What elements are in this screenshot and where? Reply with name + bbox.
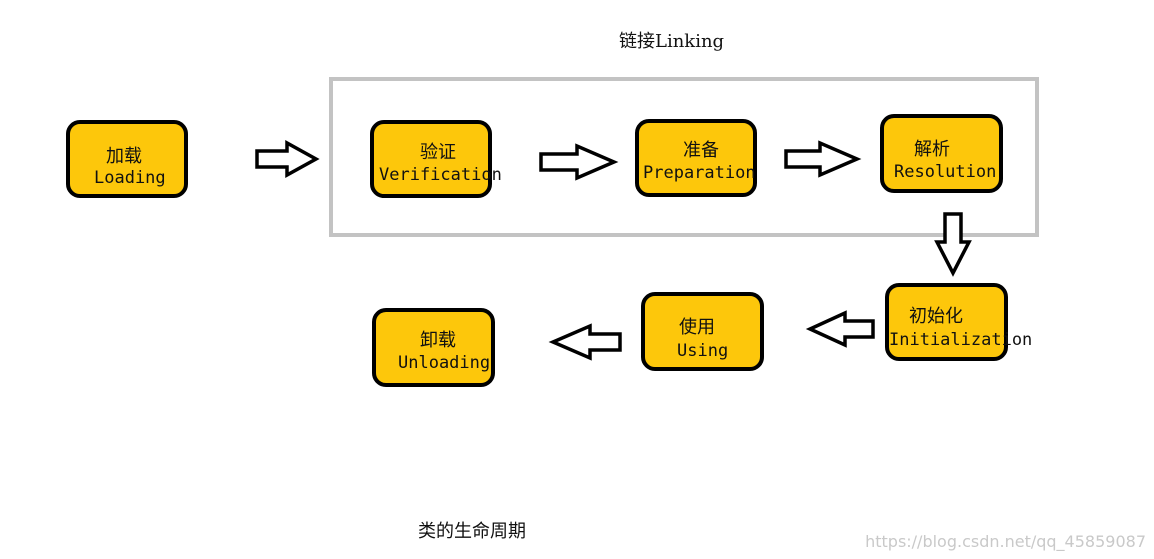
- node-preparation-cn: 准备: [683, 140, 719, 161]
- watermark: https://blog.csdn.net/qq_45859087: [865, 532, 1146, 551]
- linking-title: 链接Linking: [619, 31, 725, 52]
- node-unloading-en: Unloading: [398, 353, 491, 373]
- node-verification: 验证 Verification: [370, 120, 502, 198]
- node-preparation: 准备 Preparation: [635, 119, 757, 197]
- node-verification-cn: 验证: [420, 142, 456, 163]
- arrow-using-to-unloading: [548, 323, 622, 361]
- node-using-cn: 使用: [679, 317, 715, 338]
- node-resolution: 解析 Resolution: [880, 114, 1003, 193]
- node-resolution-en: Resolution: [894, 162, 997, 182]
- node-unloading-cn: 卸载: [420, 330, 456, 351]
- node-unloading: 卸载 Unloading: [372, 308, 495, 387]
- node-preparation-en: Preparation: [643, 163, 756, 183]
- arrow-initialization-to-using: [805, 310, 875, 348]
- node-resolution-cn: 解析: [914, 139, 950, 160]
- node-using-en: Using: [677, 341, 729, 361]
- node-initialization-cn: 初始化: [909, 306, 963, 327]
- node-using: 使用 Using: [641, 292, 764, 371]
- arrow-preparation-to-resolution: [784, 140, 862, 178]
- node-loading-cn: 加载: [106, 146, 142, 167]
- node-verification-en: Verification: [379, 165, 502, 185]
- diagram-caption: 类的生命周期: [418, 521, 526, 542]
- node-initialization: 初始化 Initialization: [885, 283, 1032, 361]
- node-initialization-en: Initialization: [889, 330, 1033, 350]
- linking-group-box: [329, 77, 1039, 237]
- arrow-resolution-to-initialization: [934, 212, 972, 277]
- arrow-loading-to-linking: [255, 140, 320, 178]
- arrow-verification-to-preparation: [539, 143, 619, 181]
- node-loading: 加载 Loading: [66, 120, 188, 198]
- node-loading-en: Loading: [94, 168, 166, 188]
